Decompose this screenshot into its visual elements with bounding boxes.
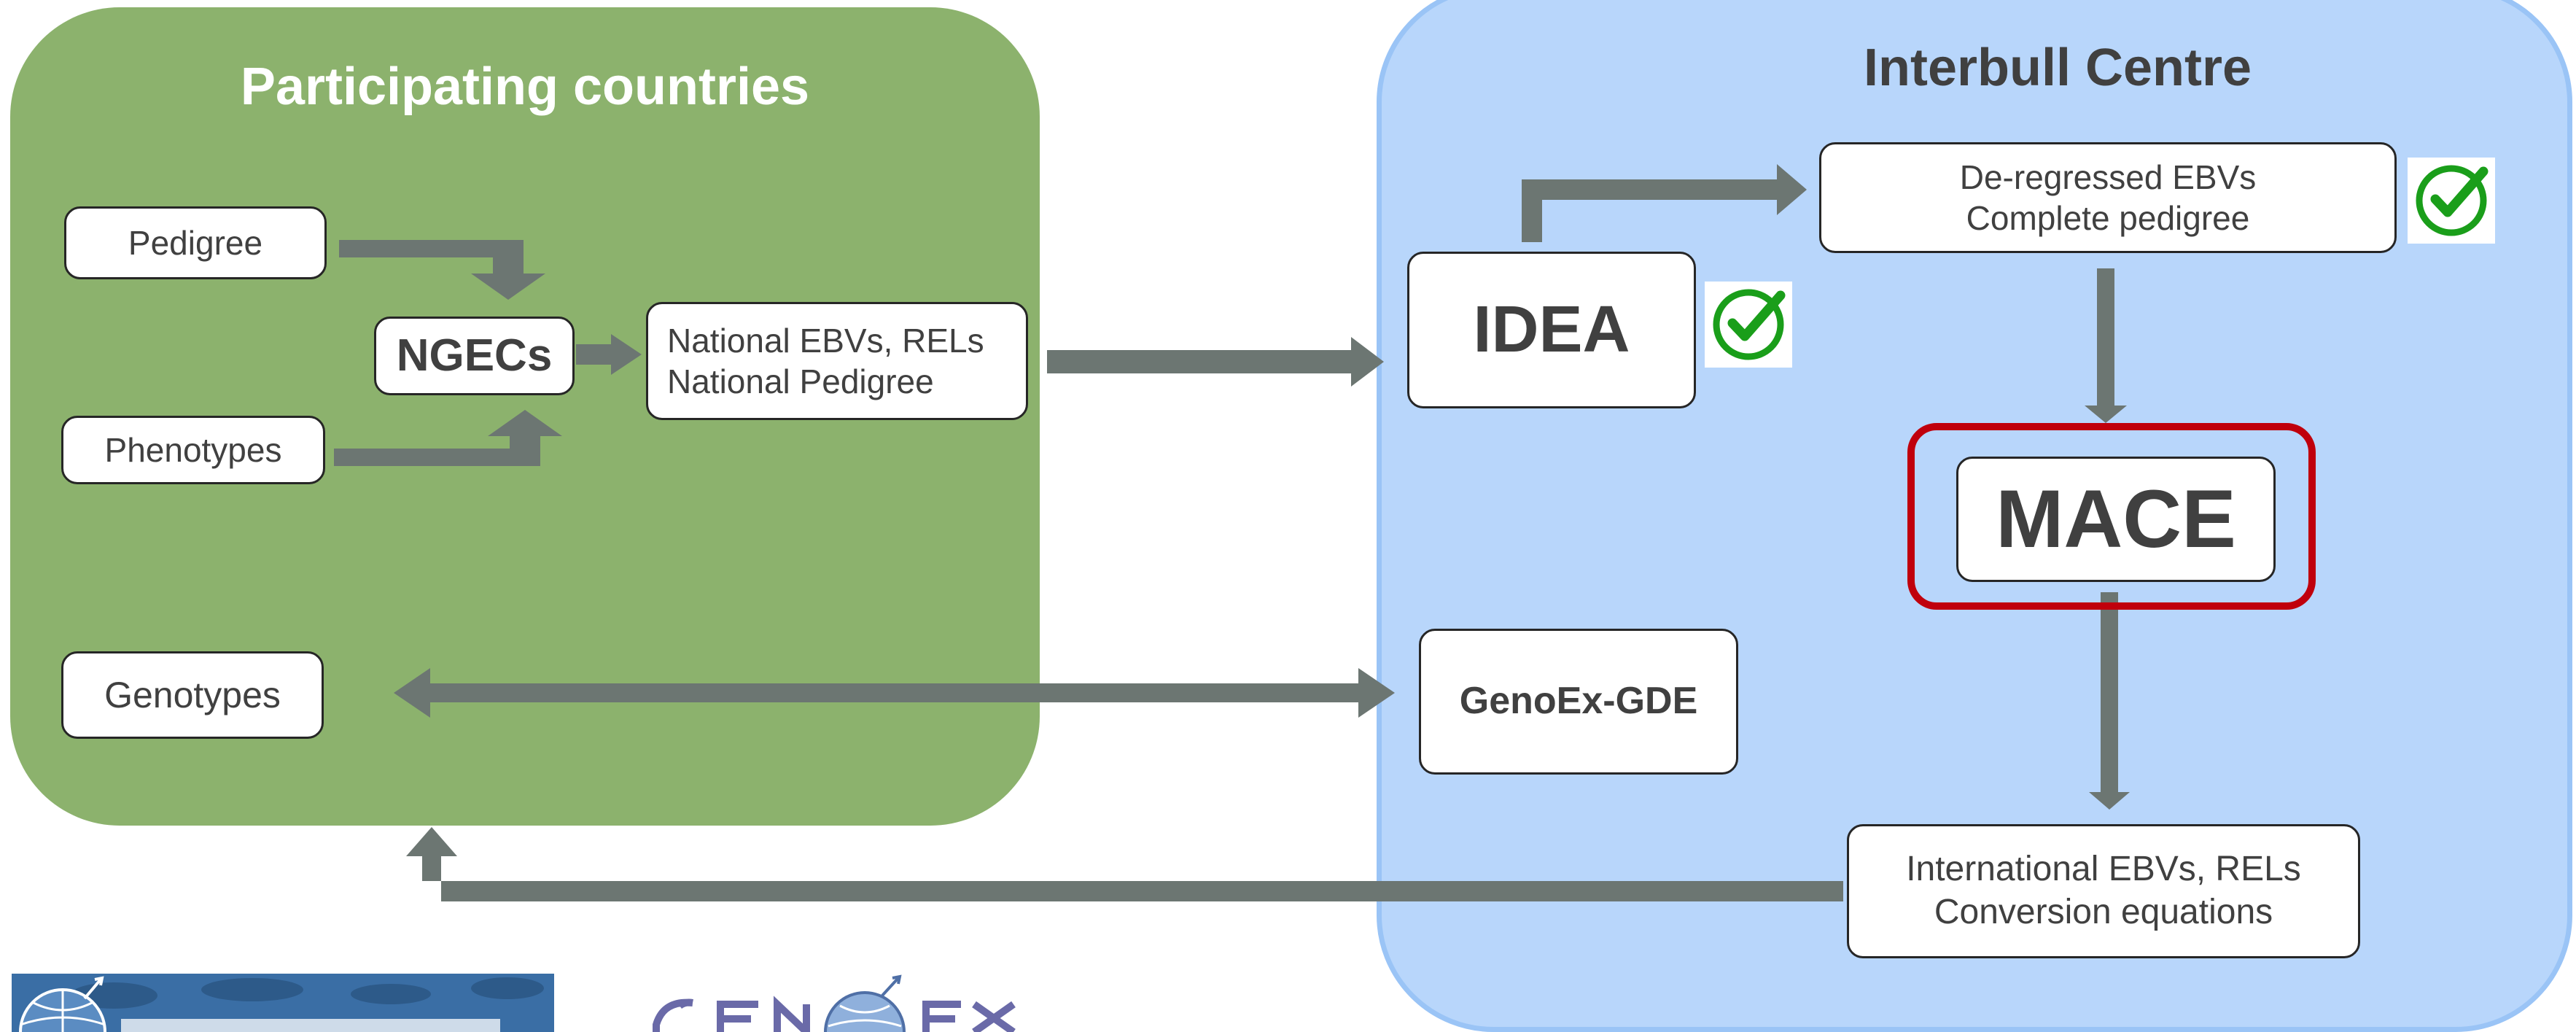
- mace-box: MACE: [1956, 457, 2276, 582]
- deregressed-checkmark-icon: [2416, 165, 2489, 236]
- mace-label: MACE: [1996, 473, 2236, 565]
- genotypes-box: Genotypes: [61, 651, 324, 739]
- interbull-banner-logo: [12, 974, 554, 1032]
- genoex-gde-box: GenoEx-GDE: [1419, 629, 1738, 775]
- interbull-centre-title: Interbull Centre: [1864, 39, 2252, 97]
- arrow-phenotypes-to-ngecs: [334, 410, 562, 466]
- arrow-pedigree-to-ngecs: [339, 240, 545, 300]
- phenotypes-box: Phenotypes: [61, 416, 325, 484]
- phenotypes-label: Phenotypes: [104, 430, 282, 469]
- arrow-ngecs-to-national: [576, 334, 642, 375]
- pedigree-label: Pedigree: [128, 223, 263, 262]
- checkmark-icon: [2408, 158, 2495, 244]
- national-ebvs-line1: National EBVs, RELs: [667, 321, 984, 360]
- ngecs-label: NGECs: [396, 330, 553, 381]
- arrow-genotypes-genoex-bidirectional: [394, 668, 1395, 718]
- mace-highlight-frame: [1907, 423, 2316, 610]
- genoex-gde-label: GenoEx-GDE: [1459, 680, 1698, 723]
- international-ebvs-box: International EBVs, RELs Conversion equa…: [1847, 824, 2360, 958]
- deregressed-ebvs-box: De-regressed EBVs Complete pedigree: [1819, 142, 2397, 253]
- ngecs-box: NGECs: [374, 317, 575, 395]
- arrow-mace-to-international: [2089, 592, 2130, 810]
- complete-pedigree-line2: Complete pedigree: [1966, 199, 2250, 237]
- genoex-globe-icon: [653, 974, 1016, 1032]
- national-pedigree-line2: National Pedigree: [667, 362, 934, 400]
- international-ebvs-line1: International EBVs, RELs: [1906, 850, 2301, 889]
- national-ebvs-box: National EBVs, RELs National Pedigree: [646, 302, 1028, 420]
- participating-countries-title: Participating countries: [240, 58, 810, 116]
- idea-label: IDEA: [1473, 292, 1630, 366]
- genoex-logo: [634, 974, 1028, 1032]
- arrow-idea-to-deregressed: [1522, 164, 1807, 242]
- checkmark-icon: [1705, 282, 1792, 368]
- deregressed-ebvs-line1: De-regressed EBVs: [1959, 158, 2257, 196]
- arrow-national-to-idea: [1047, 337, 1384, 387]
- idea-checkmark-icon: [1713, 289, 1786, 360]
- genotypes-label: Genotypes: [104, 674, 281, 715]
- arrow-deregressed-to-mace: [2085, 268, 2127, 423]
- arrow-international-to-countries: [406, 827, 1843, 901]
- idea-box: IDEA: [1407, 252, 1696, 408]
- pedigree-box: Pedigree: [64, 206, 327, 279]
- interbull-globe-icon: [12, 974, 554, 1032]
- conversion-equations-line2: Conversion equations: [1934, 893, 2273, 931]
